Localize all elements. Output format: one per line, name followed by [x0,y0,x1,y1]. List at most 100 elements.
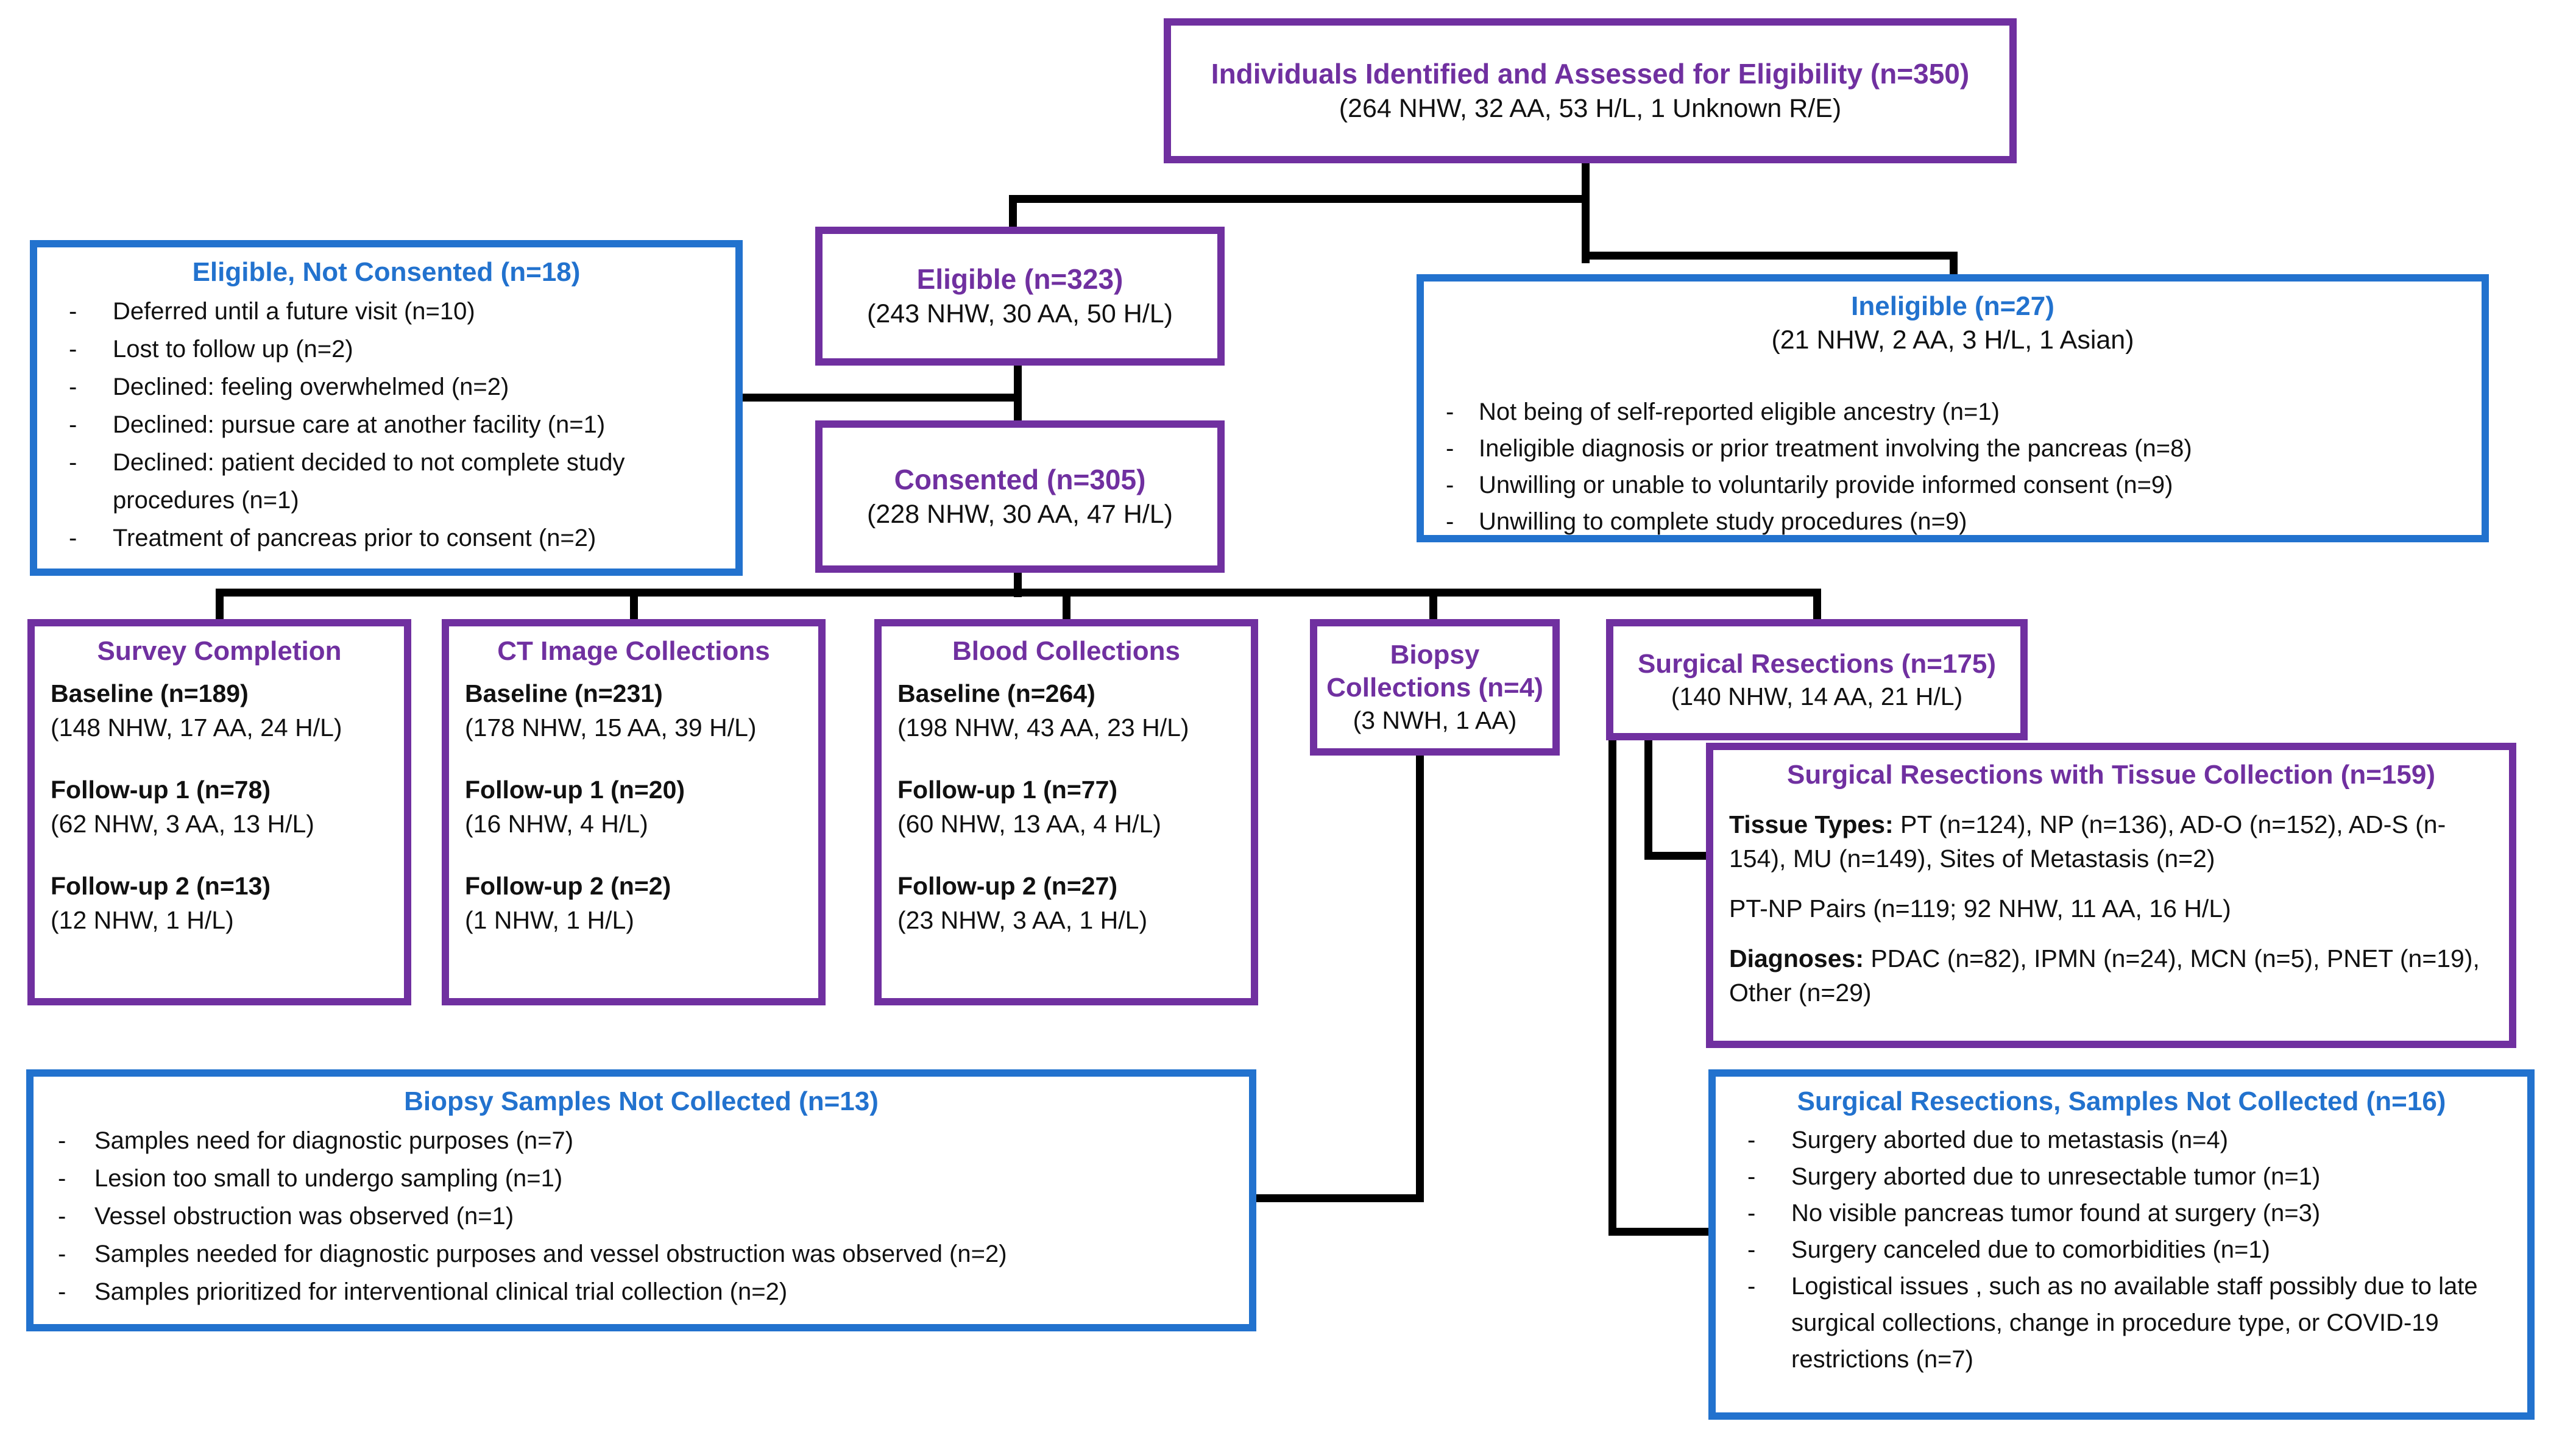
connector-tissue-horizontal [1644,852,1711,860]
connector-not-consented-join [743,394,1018,402]
box-tissue-collection: Surgical Resections with Tissue Collecti… [1706,743,2516,1048]
box-consented-title: Consented (n=305) [894,464,1146,495]
box-surgical-not-collected: Surgical Resections, Samples Not Collect… [1708,1069,2535,1420]
dash-bullet [1440,467,1479,503]
connector-eligible-consented [1014,362,1022,424]
tissue-types-lead: Tissue Types: [1729,810,1894,838]
box-ct-collections: CT Image Collections Baseline (n=231) (1… [442,619,826,1005]
box-ineligible-title: Ineligible (n=27) [1851,291,2054,321]
box-eligible-title: Eligible (n=323) [916,263,1123,295]
dash-bullet [53,330,113,368]
list-item: Samples need for diagnostic purposes (n=… [49,1122,1233,1160]
box-ineligible: Ineligible (n=27) (21 NHW, 2 AA, 3 H/L, … [1417,274,2489,542]
list-item: Surgery aborted due to unresectable tumo… [1732,1158,2511,1195]
dash-bullet [49,1273,94,1311]
box-biopsy-collections: Biopsy Collections (n=4) (3 NWH, 1 AA) [1310,619,1560,756]
blood-followup1: Follow-up 1 (n=77) (60 NHW, 13 AA, 4 H/L… [897,776,1161,838]
branch-ct [630,589,638,623]
dash-bullet [49,1197,94,1235]
dash-bullet [1732,1268,1791,1305]
survey-followup2: Follow-up 2 (n=13) (12 NHW, 1 H/L) [51,872,271,934]
dash-bullet [1440,394,1479,430]
dash-bullet [53,519,113,557]
survey-baseline: Baseline (n=189) (148 NHW, 17 AA, 24 H/L… [51,679,342,742]
box-ct-title: CT Image Collections [497,636,770,666]
dash-bullet [1440,430,1479,467]
survey-followup1: Follow-up 1 (n=78) (62 NHW, 3 AA, 13 H/L… [51,776,314,838]
box-surgical-resections: Surgical Resections (n=175) (140 NHW, 14… [1606,619,2028,740]
box-surgical-not-collected-title: Surgical Resections, Samples Not Collect… [1797,1086,2446,1116]
dash-bullet [1732,1158,1791,1195]
box-identified-title: Individuals Identified and Assessed for … [1211,58,1970,90]
dash-bullet [1732,1231,1791,1268]
list-item: Samples needed for diagnostic purposes a… [49,1235,1233,1273]
box-eligible: Eligible (n=323) (243 NHW, 30 AA, 50 H/L… [815,227,1225,366]
list-item: Declined: patient decided to not complet… [53,444,720,519]
list-item: Not being of self-reported eligible ance… [1440,394,2466,430]
connector-snc-vertical [1608,736,1616,1236]
box-survey-title: Survey Completion [97,636,342,666]
list-item: Lesion too small to undergo sampling (n=… [49,1160,1233,1197]
dash-bullet [53,406,113,444]
connector-biopsy-vertical [1416,752,1424,1202]
branch-survey [216,589,224,623]
box-surgical-title: Surgical Resections (n=175) [1637,648,1997,679]
dash-bullet [1732,1195,1791,1231]
box-consented-subtitle: (228 NHW, 30 AA, 47 H/L) [867,500,1173,529]
connector-ineligible-horizontal [1582,252,1958,260]
connector-ineligible-drop [1950,252,1958,280]
box-biopsy-not-collected-title: Biopsy Samples Not Collected (n=13) [404,1086,879,1116]
tissue-types-paragraph: Tissue Types: PT (n=124), NP (n=136), AD… [1729,810,2446,873]
connector-tissue-vertical [1644,736,1652,860]
branch-surgical [1813,589,1821,623]
ct-baseline: Baseline (n=231) (178 NHW, 15 AA, 39 H/L… [465,679,757,742]
list-item: Ineligible diagnosis or prior treatment … [1440,430,2466,467]
box-survey-completion: Survey Completion Baseline (n=189) (148 … [27,619,411,1005]
list-item: Samples prioritized for interventional c… [49,1273,1233,1311]
dash-bullet [53,444,113,481]
box-blood-title: Blood Collections [952,636,1180,666]
dash-bullet [53,368,113,406]
list-item: No visible pancreas tumor found at surge… [1732,1195,2511,1231]
box-tissue-title: Surgical Resections with Tissue Collecti… [1786,760,2436,790]
list-item: Logistical issues , such as no available… [1732,1268,2511,1378]
ptnp-pairs-paragraph: PT-NP Pairs (n=119; 92 NHW, 11 AA, 16 H/… [1729,894,2231,923]
diagnoses-paragraph: Diagnoses: PDAC (n=82), IPMN (n=24), MCN… [1729,944,2480,1007]
list-item: Unwilling or unable to voluntarily provi… [1440,467,2466,503]
list-item: Lost to follow up (n=2) [53,330,720,368]
box-biopsy-subtitle: (3 NWH, 1 AA) [1353,706,1517,734]
dash-bullet [1440,503,1479,540]
dash-bullet [53,292,113,330]
box-consented: Consented (n=305) (228 NHW, 30 AA, 47 H/… [815,420,1225,573]
blood-followup2: Follow-up 2 (n=27) (23 NHW, 3 AA, 1 H/L) [897,872,1148,934]
box-eligible-not-consented: Eligible, Not Consented (n=18) Deferred … [30,240,743,576]
branch-biopsy [1429,589,1437,623]
list-item: Treatment of pancreas prior to consent (… [53,519,720,557]
dash-bullet [49,1235,94,1273]
box-ineligible-subtitle: (21 NHW, 2 AA, 3 H/L, 1 Asian) [1771,325,2134,355]
dash-bullet [49,1160,94,1197]
list-item: Deferred until a future visit (n=10) [53,292,720,330]
box-identified: Individuals Identified and Assessed for … [1164,18,2017,163]
box-blood-collections: Blood Collections Baseline (n=264) (198 … [874,619,1258,1005]
connector-snc-horizontal [1608,1228,1713,1236]
box-surgical-subtitle: (140 NHW, 14 AA, 21 H/L) [1671,682,1963,710]
list-item: Surgery aborted due to metastasis (n=4) [1732,1122,2511,1158]
branch-blood [1063,589,1070,623]
connector-eligible-horizontal [1009,195,1590,203]
box-identified-subtitle: (264 NHW, 32 AA, 53 H/L, 1 Unknown R/E) [1339,94,1842,123]
connector-distributor [216,589,1821,597]
blood-baseline: Baseline (n=264) (198 NHW, 43 AA, 23 H/L… [897,679,1189,742]
list-item: Vessel obstruction was observed (n=1) [49,1197,1233,1235]
ct-followup1: Follow-up 1 (n=20) (16 NHW, 4 H/L) [465,776,685,838]
connector-top-vertical [1582,161,1590,263]
box-eligible-subtitle: (243 NHW, 30 AA, 50 H/L) [867,299,1173,328]
box-biopsy-title: Biopsy Collections (n=4) [1326,640,1543,703]
ct-followup2: Follow-up 2 (n=2) (1 NHW, 1 H/L) [465,872,671,934]
box-biopsy-not-collected: Biopsy Samples Not Collected (n=13) Samp… [26,1069,1256,1331]
list-item: Surgery canceled due to comorbidities (n… [1732,1231,2511,1268]
list-item: Unwilling to complete study procedures (… [1440,503,2466,540]
connector-biopsy-horizontal [1253,1194,1424,1202]
box-eligible-not-consented-title: Eligible, Not Consented (n=18) [192,257,581,287]
